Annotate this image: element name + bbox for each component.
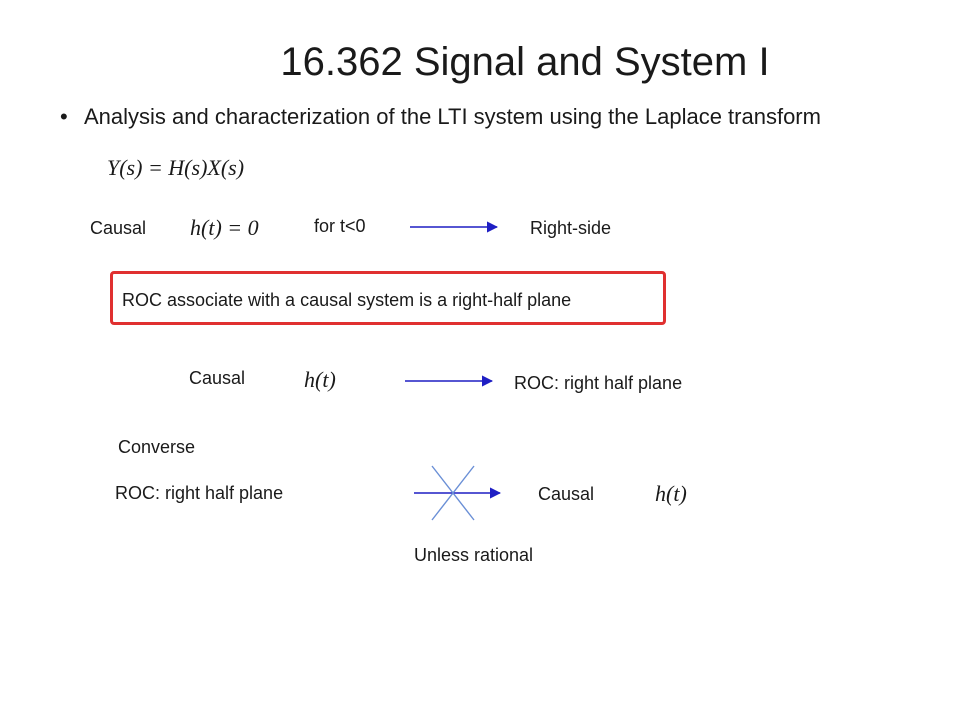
roc-statement-text: ROC associate with a causal system is a … bbox=[122, 290, 572, 310]
roc-statement-box bbox=[110, 271, 666, 325]
equation-main: Y(s) = H(s)X(s) bbox=[107, 155, 245, 180]
bullet-text: Analysis and characterization of the LTI… bbox=[84, 104, 821, 129]
cross-out-mark bbox=[431, 465, 475, 521]
row2-causal-label: Causal bbox=[189, 368, 246, 388]
row1-right-side-label: Right-side bbox=[530, 218, 612, 238]
row3-equation: h(t) bbox=[655, 481, 687, 506]
row1-causal-label: Causal bbox=[90, 218, 147, 238]
unless-rational-note: Unless rational bbox=[414, 545, 534, 565]
row2-equation: h(t) bbox=[304, 367, 336, 392]
converse-label: Converse bbox=[118, 437, 196, 457]
row1-equation: h(t) = 0 bbox=[190, 215, 259, 240]
slide-title: 16.362 Signal and System I bbox=[280, 40, 770, 84]
row2-roc-label: ROC: right half plane bbox=[514, 373, 683, 393]
row1-condition: for t<0 bbox=[314, 216, 366, 236]
row3-roc-label: ROC: right half plane bbox=[115, 483, 284, 503]
bullet-dot: • bbox=[60, 104, 68, 129]
row3-causal-label: Causal bbox=[538, 484, 595, 504]
